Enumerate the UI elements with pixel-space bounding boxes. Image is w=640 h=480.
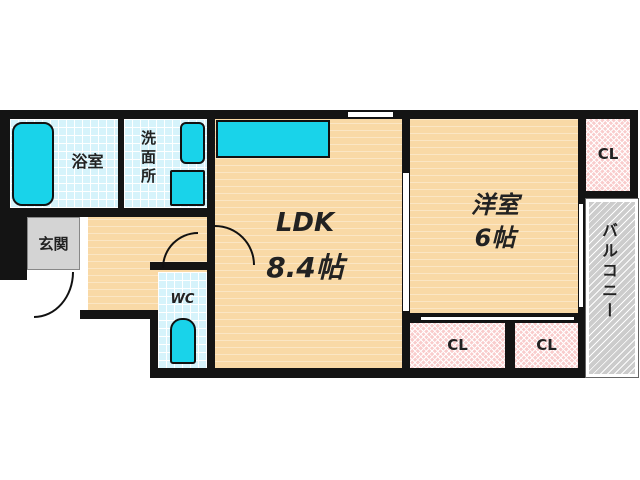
closet-bottom-left bbox=[410, 323, 505, 368]
western-room-label: 洋室 bbox=[471, 191, 519, 219]
window-top bbox=[347, 111, 394, 118]
closet-bottom-right-label: CL bbox=[536, 336, 557, 354]
kitchen-counter-icon bbox=[216, 120, 330, 158]
closet-doors[interactable] bbox=[420, 316, 575, 321]
entrance-label: 玄関 bbox=[38, 235, 69, 253]
sliding-door[interactable] bbox=[402, 172, 410, 312]
bathtub-icon bbox=[12, 122, 54, 206]
balcony-label: バルコニー bbox=[599, 222, 618, 322]
closet-top-right-label: CL bbox=[597, 145, 619, 163]
entrance bbox=[27, 217, 80, 270]
washroom-label: 洗面所 bbox=[139, 130, 157, 187]
wall-bath-wash bbox=[118, 118, 124, 210]
wall-ldk-left bbox=[207, 118, 215, 370]
wall-top bbox=[0, 110, 586, 119]
closet-bottom-right bbox=[515, 323, 578, 368]
closet-bottom-left-label: CL bbox=[447, 336, 468, 354]
balcony bbox=[585, 198, 639, 378]
wall-left bbox=[0, 110, 10, 280]
wall-wc-left bbox=[150, 270, 158, 378]
washing-machine-icon bbox=[170, 170, 205, 206]
western-room-size: 6帖 bbox=[474, 224, 516, 252]
wall-cl-mid bbox=[505, 315, 515, 370]
ldk-label: LDK bbox=[275, 208, 335, 238]
wall-hall-bottom bbox=[80, 310, 158, 319]
wall-far-right bbox=[630, 110, 638, 200]
wall-entrance-left bbox=[10, 217, 27, 280]
wall-bath-bottom bbox=[0, 208, 215, 217]
toilet-icon bbox=[170, 318, 196, 364]
wall-bottom bbox=[150, 368, 586, 378]
balcony-window[interactable] bbox=[578, 203, 584, 308]
sink-icon bbox=[180, 122, 205, 164]
western-room bbox=[410, 119, 578, 315]
bath-label: 浴室 bbox=[71, 152, 104, 171]
entrance-door[interactable] bbox=[34, 272, 74, 318]
wall-cl-right bbox=[586, 191, 636, 199]
ldk-size: 8.4帖 bbox=[266, 251, 344, 284]
closet-top-right bbox=[586, 119, 630, 191]
wall-top-right bbox=[586, 110, 636, 119]
wc-label: WC bbox=[170, 292, 195, 307]
